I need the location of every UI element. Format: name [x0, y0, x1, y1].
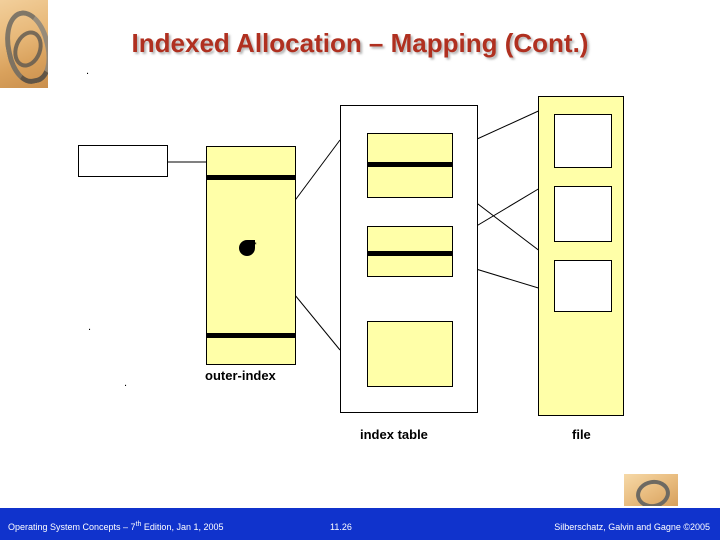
- footer-left-main: Operating System Concepts – 7: [8, 522, 136, 532]
- index-table-label: index table: [360, 427, 428, 442]
- outer-index-label: outer-index: [205, 368, 276, 383]
- index-table-block-4: [367, 255, 453, 277]
- stray-dot-1: .: [86, 65, 90, 77]
- outer-index-block-2: [206, 179, 296, 334]
- footer-left-rest: Edition, Jan 1, 2005: [141, 522, 224, 532]
- footer-copyright: Silberschatz, Galvin and Gagne ©2005: [554, 522, 710, 532]
- page-title: Indexed Allocation – Mapping (Cont.): [131, 28, 589, 58]
- stray-dot-2: .: [88, 321, 92, 333]
- file-block-3: [554, 260, 612, 312]
- arrow-marker-icon: [239, 240, 255, 256]
- arrow-marker-label: *: [254, 242, 257, 249]
- footer-page-number: 11.26: [330, 522, 352, 532]
- footer-left-text: Operating System Concepts – 7th Edition,…: [8, 521, 223, 532]
- left-pointer-box: [78, 145, 168, 177]
- file-block-1: [554, 114, 612, 168]
- footer-logo-artwork: [624, 474, 678, 506]
- file-block-2: [554, 186, 612, 242]
- file-label: file: [572, 427, 591, 442]
- stray-dot-3: .: [124, 377, 128, 389]
- outer-index-divider-2: [206, 334, 296, 337]
- outer-index-block-3: [206, 337, 296, 365]
- footer-bar: [0, 508, 720, 540]
- index-table-block-3: [367, 226, 453, 252]
- index-table-divider-1: [367, 163, 453, 166]
- footer-left-sup: th: [135, 521, 142, 528]
- index-table-block-1: [367, 133, 453, 163]
- outer-index-block-1: [206, 146, 296, 176]
- index-table-block-5: [367, 321, 453, 387]
- index-table-block-2: [367, 166, 453, 198]
- corner-artwork: [0, 0, 48, 88]
- footer-ring-icon: [633, 477, 673, 506]
- outer-index-divider-1: [206, 176, 296, 179]
- index-table-divider-2: [367, 252, 453, 255]
